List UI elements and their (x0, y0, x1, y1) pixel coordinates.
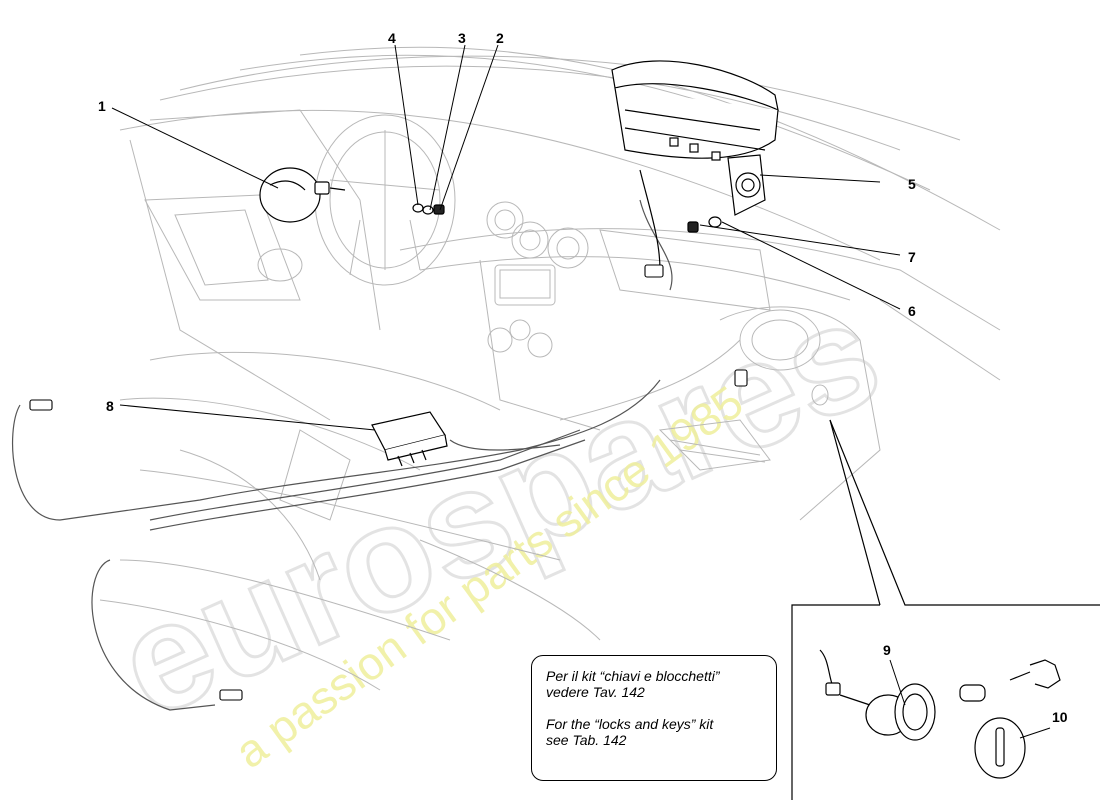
note-en-line1: For the “locks and keys” kit (546, 716, 714, 732)
watermark: eurospares a passion for parts since 198… (93, 265, 903, 778)
note-it-line1: Per il kit “chiavi e blocchetti” (546, 668, 720, 684)
callout-9: 9 (883, 642, 891, 658)
detail-inset (791, 419, 1100, 800)
note-it-line2: vedere Tav. 142 (546, 684, 645, 700)
part-passenger-airbag (611, 60, 779, 271)
callout-7: 7 (908, 249, 916, 265)
callout-2: 2 (496, 30, 504, 46)
part-driver-airbag (259, 167, 346, 223)
callout-1: 1 (98, 98, 106, 114)
interior-outline (99, 46, 1001, 691)
callout-4: 4 (388, 30, 396, 46)
callout-10: 10 (1052, 709, 1068, 725)
part-fasteners (412, 203, 445, 215)
note-en-line2: see Tab. 142 (546, 732, 627, 748)
callout-5: 5 (908, 176, 916, 192)
callout-labels: 1 2 3 4 5 6 7 8 9 10 (98, 30, 1068, 725)
connectors (29, 264, 748, 701)
note-italian: Per il kit “chiavi e blocchetti” vedere … (546, 668, 764, 700)
part-lock-cover (974, 717, 1026, 779)
part-screw-washer (687, 216, 722, 233)
wiring-harness (12, 199, 673, 711)
note-english: For the “locks and keys” kit see Tab. 14… (546, 716, 764, 748)
part-ignition-lock (819, 649, 1061, 741)
callout-3: 3 (458, 30, 466, 46)
locks-and-keys-note: Per il kit “chiavi e blocchetti” vedere … (531, 655, 777, 781)
leader-lines (111, 44, 1051, 739)
callout-6: 6 (908, 303, 916, 319)
part-airbag-control-unit (371, 411, 448, 467)
callout-8: 8 (106, 398, 114, 414)
